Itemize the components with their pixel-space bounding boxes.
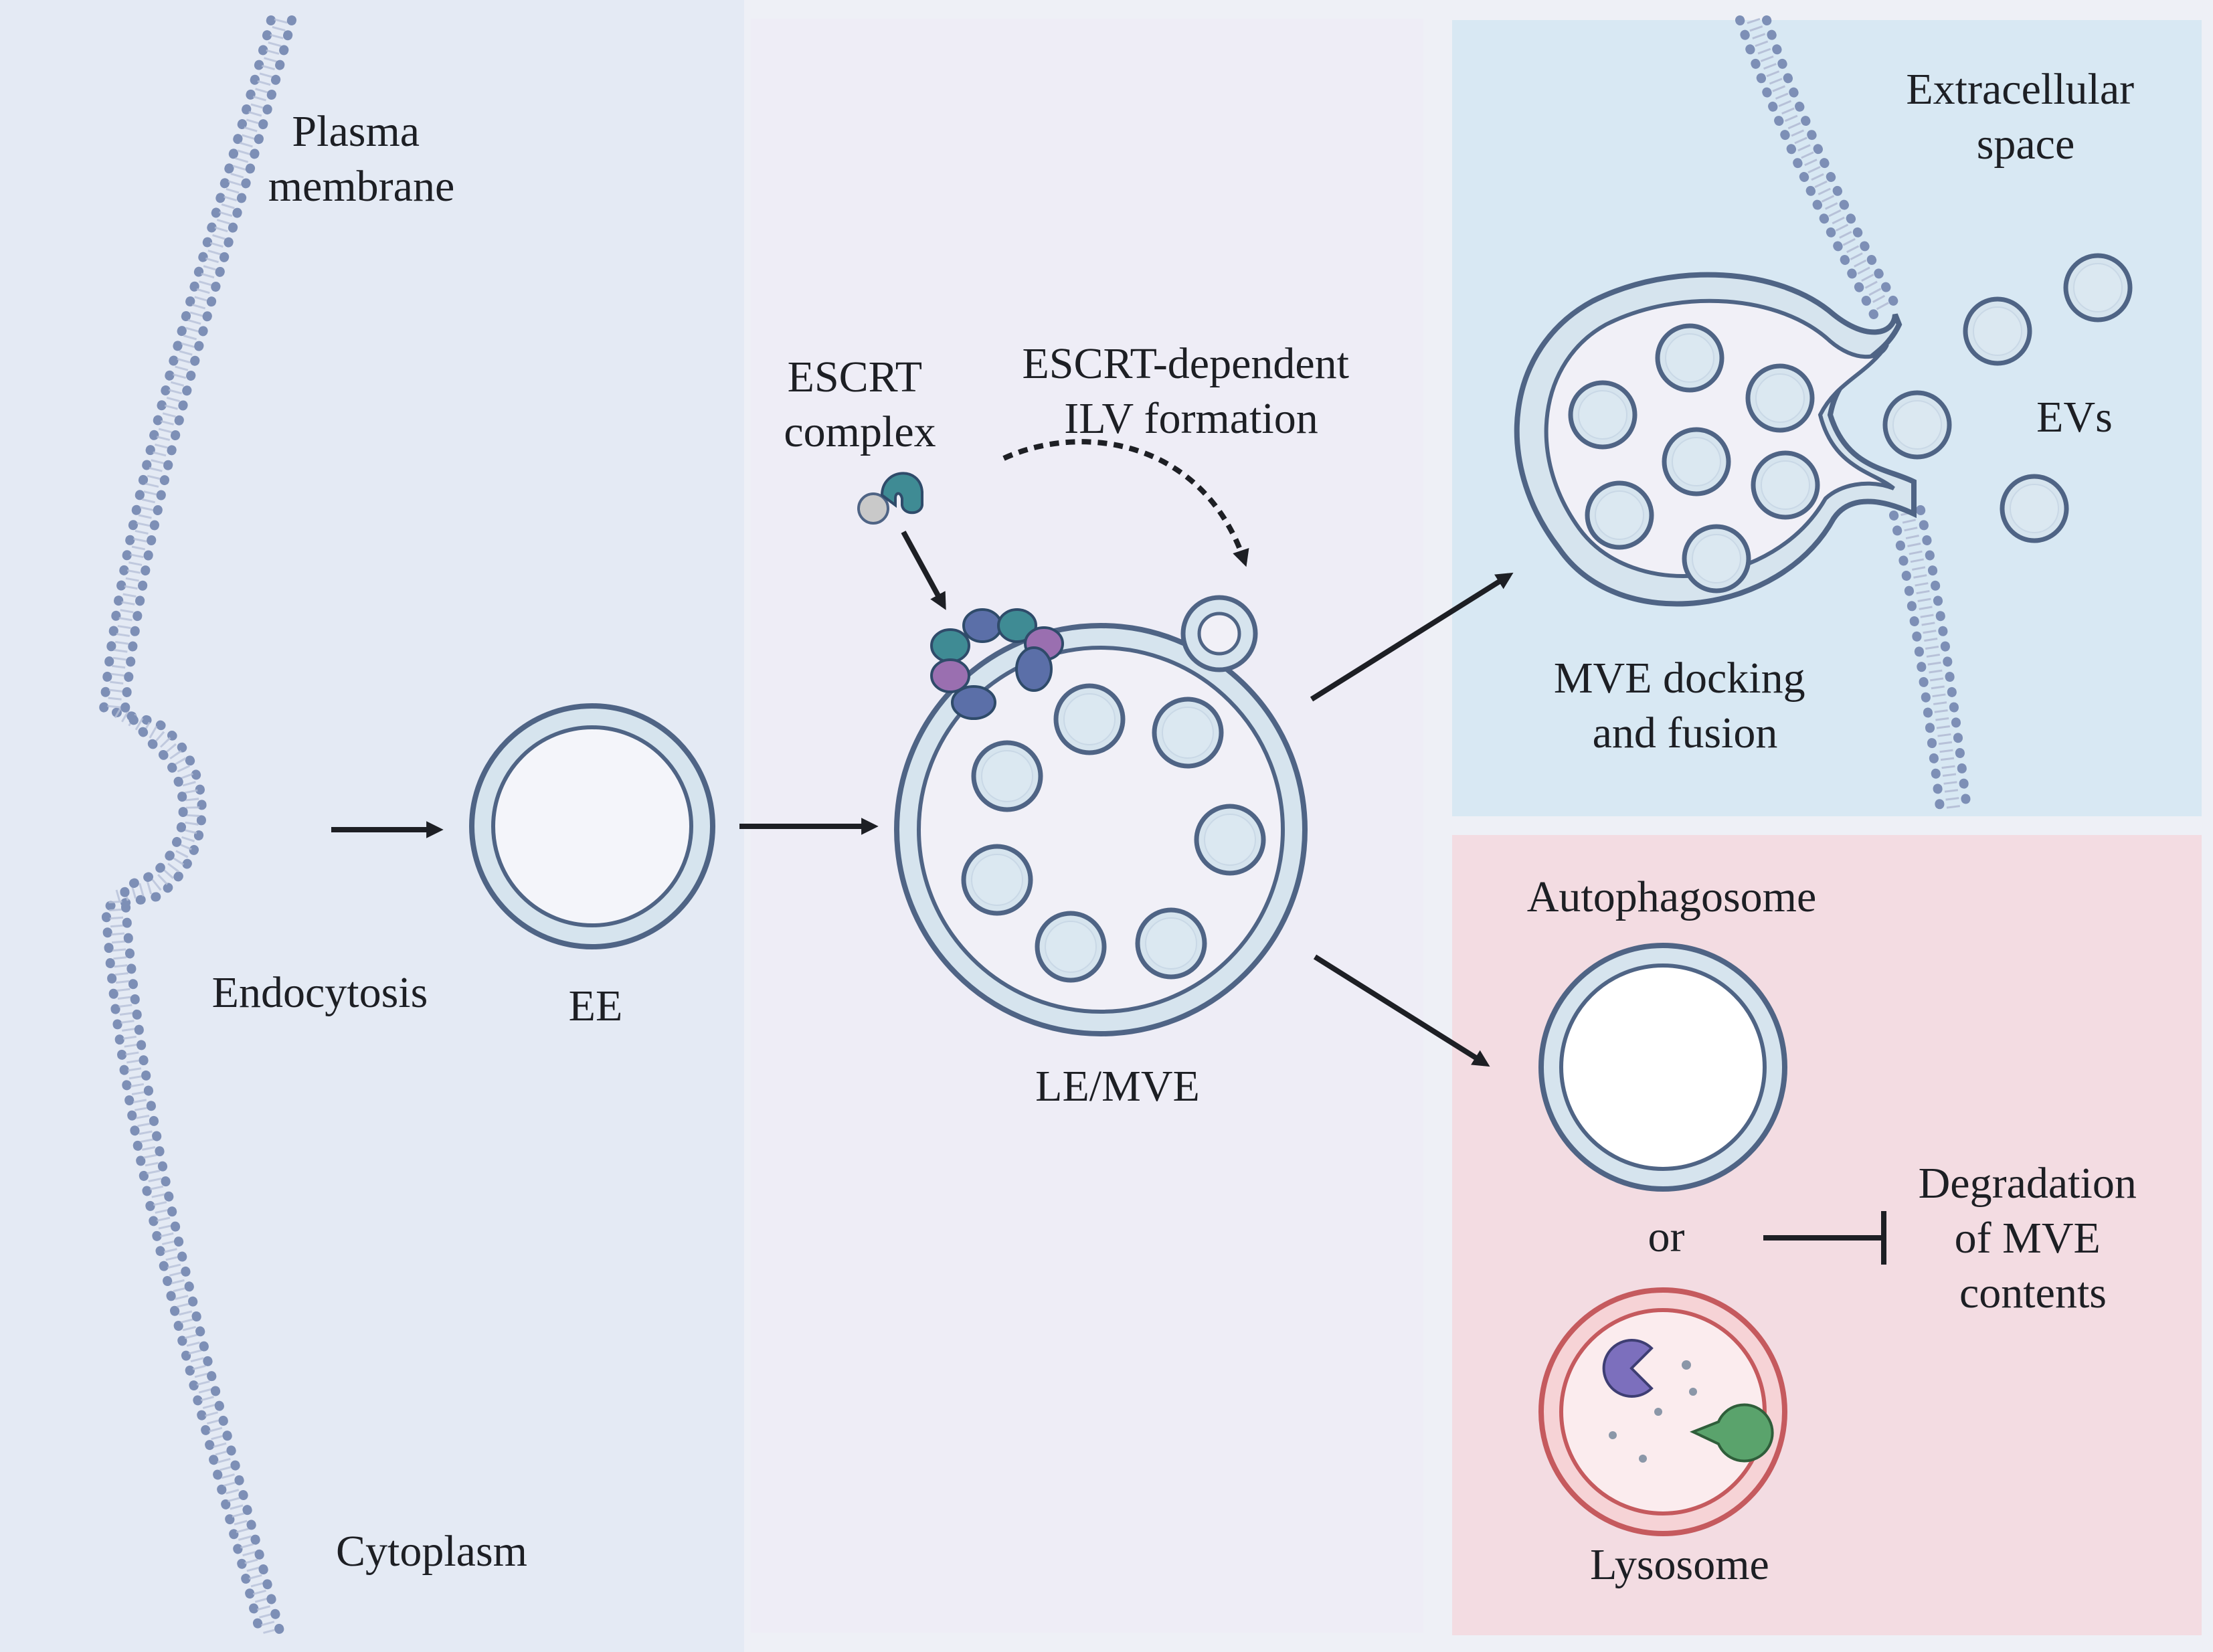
le-mve-label: LE/MVE [1035,1062,1200,1111]
mve-docking-label: MVE docking and fusion [1554,654,1816,757]
lysosome-label: Lysosome [1590,1540,1769,1589]
ilv-formation-label: ESCRT-dependent ILV formation [1022,339,1360,443]
late-endosome-mve [894,595,1308,1036]
intraluminal-vesicles [961,683,1266,983]
ilv [1035,911,1107,983]
plasma-membrane [98,15,296,1641]
ilv [1568,380,1637,450]
or-label: or [1648,1212,1685,1261]
fusing-mve [1514,272,1917,607]
enzyme-green-icon [1689,1403,1774,1463]
ilv [971,740,1043,812]
degradation-label: Degradation of MVE contents [1919,1159,2148,1317]
ilv [1655,323,1724,393]
ev [1882,390,1952,460]
ilv [1682,524,1751,593]
ev [2000,474,2069,543]
autophagosome [1538,943,1787,1192]
arrow-escrt-recruit [901,531,946,610]
autophagosome-label: Autophagosome [1527,873,1817,921]
ee-label: EE [569,982,623,1030]
intraluminal-vesicles-fusing [1568,323,1820,593]
ilv [1135,907,1207,980]
plasma-membrane-fusion-site [1735,15,1972,818]
early-endosome [469,703,715,949]
ev [2063,253,2133,323]
ilv [1585,480,1654,550]
ev [1963,296,2032,366]
escrt-complex [857,472,923,525]
endocytosis-label: Endocytosis [212,968,428,1017]
plasma-membrane-label: Plasma membrane [268,107,455,211]
lysosome [1538,1287,1787,1536]
ilv [1152,697,1224,769]
budding-ilv [1180,595,1258,672]
evs-label: EVs [2036,393,2113,442]
extracellular-vesicles [1882,253,2133,543]
enzyme-purple-icon [1602,1339,1654,1398]
ilv [1053,683,1126,755]
arrows [331,439,1886,1265]
escrt-assembly [930,608,1064,720]
ilv [1751,450,1820,520]
cytoplasm-label: Cytoplasm [336,1527,527,1576]
ilv [1662,427,1731,496]
escrt-complex-label: ESCRT complex [784,353,936,456]
ilv [1745,363,1815,433]
arrow-mve-to-fusion [1310,572,1514,702]
ilv [961,844,1033,916]
ilv [1194,804,1266,876]
arrow-mve-to-degradation [1313,954,1490,1067]
arrow-ilv-formation [1002,439,1249,567]
extracellular-space-label: Extracellular space [1906,65,2145,169]
